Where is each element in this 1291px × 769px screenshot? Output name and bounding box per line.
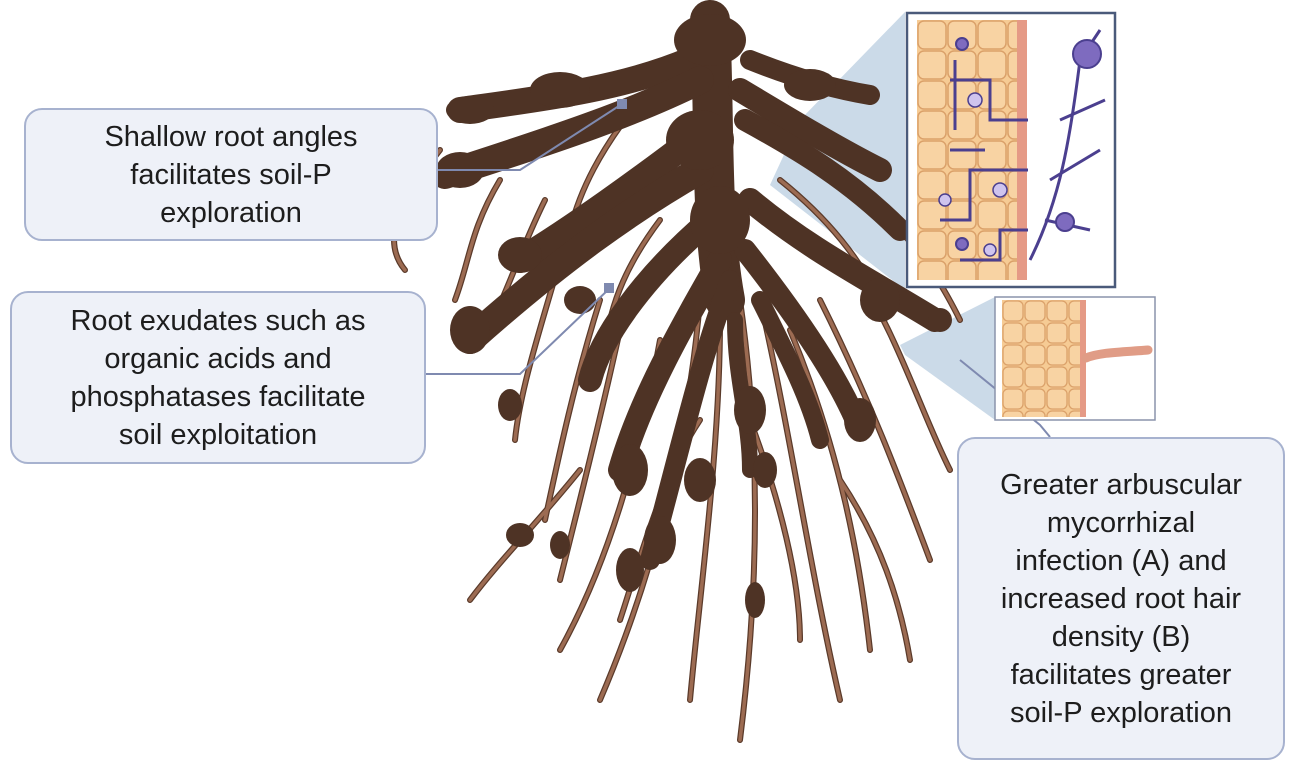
callout-line: exploration bbox=[160, 194, 302, 232]
callout-root-exudates: Root exudates such as organic acids and … bbox=[10, 291, 426, 464]
inset-b-root-hair bbox=[995, 297, 1155, 420]
callout-line: Greater arbuscular bbox=[1000, 466, 1242, 504]
inset-a-mycorrhiza bbox=[907, 13, 1115, 287]
callout-shallow-root-angles: Shallow root angles facilitates soil-P e… bbox=[24, 108, 438, 241]
callout-line: organic acids and bbox=[104, 340, 331, 378]
callout-line: facilitates greater bbox=[1011, 656, 1232, 694]
callout-line: mycorrhizal bbox=[1047, 504, 1195, 542]
callout-line: soil-P exploration bbox=[1010, 694, 1232, 732]
callout-line: infection (A) and bbox=[1015, 542, 1226, 580]
callout-line: Shallow root angles bbox=[104, 118, 357, 156]
callout-mycorrhizal-infection: Greater arbuscular mycorrhizal infection… bbox=[957, 437, 1285, 760]
callout-line: soil exploitation bbox=[119, 416, 317, 454]
callout-line: increased root hair bbox=[1001, 580, 1241, 618]
callout-line: facilitates soil-P bbox=[130, 156, 331, 194]
callout-line: Root exudates such as bbox=[70, 302, 365, 340]
callout-line: phosphatases facilitate bbox=[70, 378, 365, 416]
callout-line: density (B) bbox=[1052, 618, 1191, 656]
